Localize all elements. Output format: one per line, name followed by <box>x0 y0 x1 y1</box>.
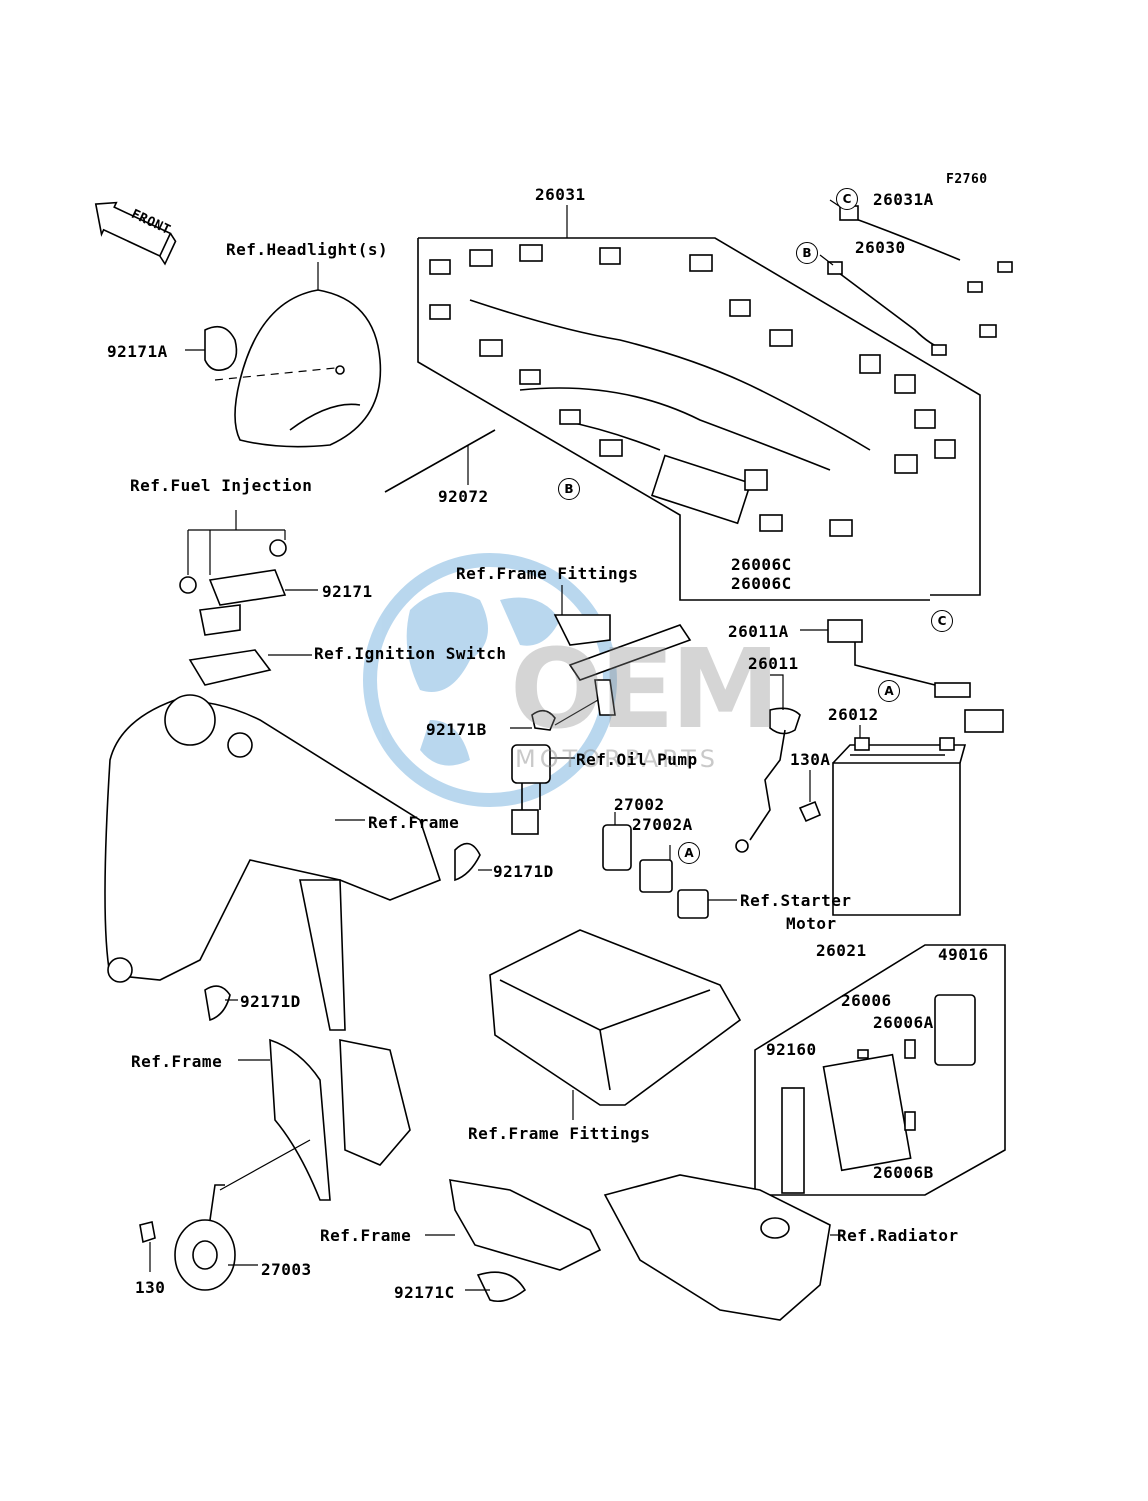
watermark-continents <box>406 592 560 766</box>
label-ref-frame-3: Ref.Frame <box>320 1226 412 1245</box>
diagram-code: F2760 <box>946 172 988 187</box>
cable-26011 <box>735 674 801 853</box>
label-ref-frame-fittings-bottom: Ref.Frame Fittings <box>468 1124 651 1143</box>
watermark-subtext: MOTORPARTS <box>515 745 720 773</box>
label-92072: 92072 <box>438 487 489 506</box>
clamp-92171d-upper <box>454 842 492 882</box>
horn-27003 <box>174 1139 311 1291</box>
bolt-130a <box>798 800 822 823</box>
bracket-frame-fittings-top <box>553 585 692 716</box>
label-ref-frame-2: Ref.Frame <box>131 1052 223 1071</box>
marker-c-top: C <box>836 188 858 210</box>
harness-26031 <box>417 205 981 601</box>
label-26006b: 26006B <box>873 1163 934 1182</box>
label-26031a: 26031A <box>873 190 934 209</box>
label-27002a: 27002A <box>632 815 693 834</box>
cable-tie-92072 <box>384 429 496 493</box>
label-26011a: 26011A <box>728 622 789 641</box>
clamp-92171c <box>476 1271 527 1303</box>
label-ref-frame-fittings-top: Ref.Frame Fittings <box>456 564 639 583</box>
label-92171: 92171 <box>322 582 373 601</box>
label-92171b: 92171B <box>426 720 487 739</box>
watermark-logo: OEM <box>510 625 780 753</box>
relay-starter <box>677 889 737 919</box>
label-ref-starter-2: Motor <box>786 914 837 933</box>
marker-a-relay: A <box>678 842 700 864</box>
label-26011: 26011 <box>748 654 799 673</box>
label-92171d-1: 92171D <box>493 862 554 881</box>
label-130a: 130A <box>790 750 831 769</box>
relay-oil-pump <box>511 744 575 835</box>
label-27003: 27003 <box>261 1260 312 1279</box>
clamp-92171b <box>531 709 556 731</box>
frame-lower-center <box>425 1179 602 1271</box>
label-130: 130 <box>135 1278 166 1297</box>
label-26006a: 26006A <box>873 1013 934 1032</box>
bracket-92171 <box>179 510 318 636</box>
harness-26031a <box>829 199 1013 293</box>
label-92171c: 92171C <box>394 1283 455 1302</box>
label-92171d-2: 92171D <box>240 992 301 1011</box>
front-arrow <box>94 201 177 266</box>
label-26006c-1: 26006C <box>731 555 792 574</box>
frame-main <box>104 694 441 1166</box>
label-26031: 26031 <box>535 185 586 204</box>
clamp-92171a <box>185 325 336 381</box>
label-ref-oil-pump: Ref.Oil Pump <box>576 750 698 769</box>
label-26021: 26021 <box>816 941 867 960</box>
ecu-group-26021 <box>754 944 1006 1196</box>
clamp-92171d-lower <box>204 985 238 1022</box>
relay-27002a <box>639 845 673 893</box>
label-26006c-2: 26006C <box>731 574 792 593</box>
marker-b-top: B <box>796 242 818 264</box>
label-ref-starter-1: Ref.Starter <box>740 891 852 910</box>
label-ref-frame-1: Ref.Frame <box>368 813 460 832</box>
label-ref-ignition-switch: Ref.Ignition Switch <box>314 644 507 663</box>
marker-a-right: A <box>878 680 900 702</box>
label-27002: 27002 <box>614 795 665 814</box>
headlight-shell <box>234 262 382 448</box>
battery-tray <box>489 929 742 1120</box>
marker-c-mid: C <box>931 610 953 632</box>
radiator-shroud <box>603 1174 845 1321</box>
cable-26011a <box>800 619 1004 733</box>
bolt-130 <box>139 1221 156 1244</box>
harness-26030 <box>819 254 997 356</box>
battery-26012 <box>832 725 967 916</box>
label-92160: 92160 <box>766 1040 817 1059</box>
label-49016: 49016 <box>938 945 989 964</box>
label-ref-radiator: Ref.Radiator <box>837 1226 959 1245</box>
bracket-ignition <box>188 649 312 686</box>
label-ref-headlight: Ref.Headlight(s) <box>226 240 389 259</box>
marker-b-mid: B <box>558 478 580 500</box>
label-26012: 26012 <box>828 705 879 724</box>
label-ref-fuel-injection: Ref.Fuel Injection <box>130 476 313 495</box>
label-26030: 26030 <box>855 238 906 257</box>
label-92171a: 92171A <box>107 342 168 361</box>
frame-lower-left <box>238 1038 331 1201</box>
relay-27002 <box>602 812 632 871</box>
label-26006: 26006 <box>841 991 892 1010</box>
